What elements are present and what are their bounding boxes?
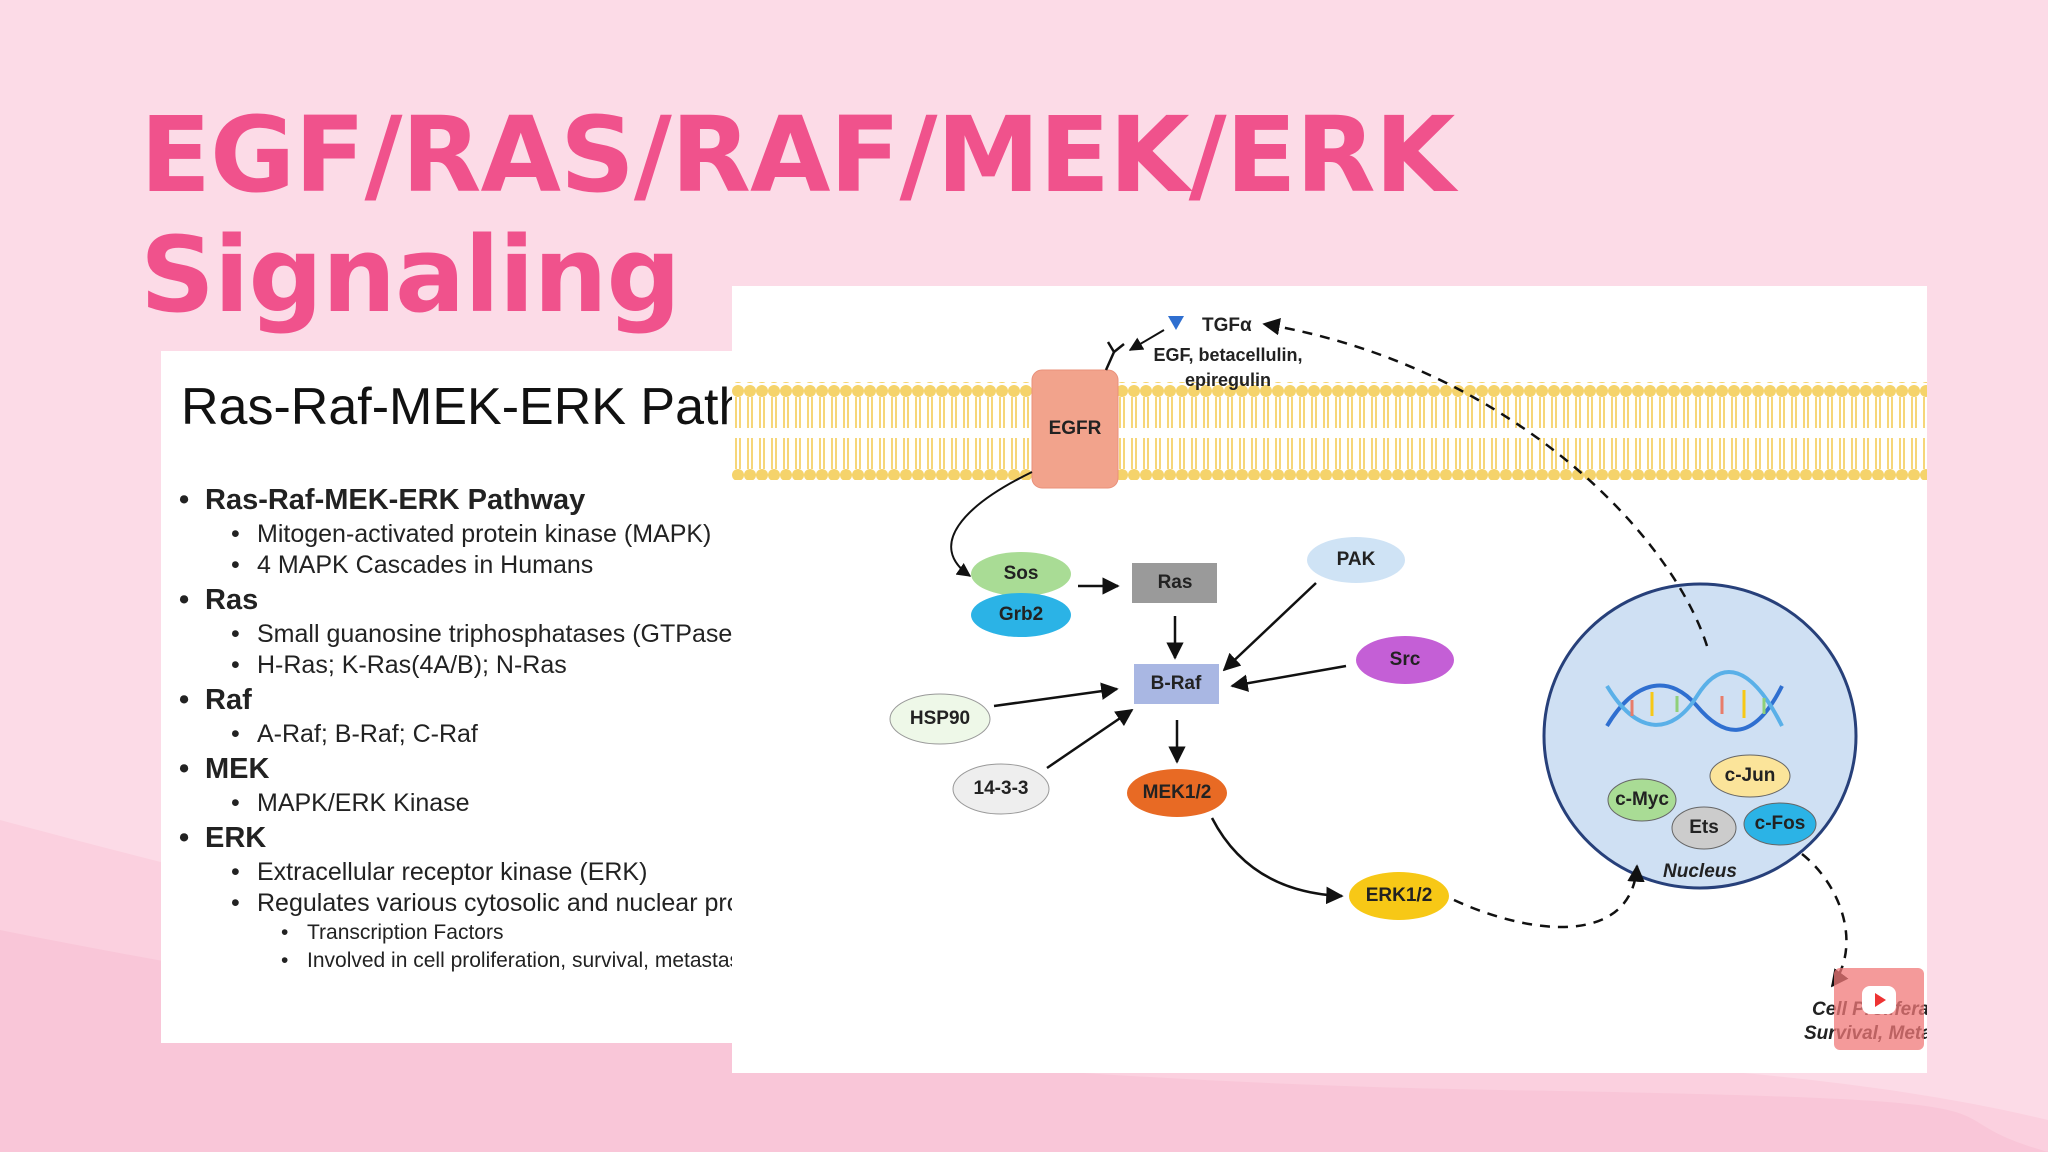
pak-node [1307, 537, 1405, 583]
pathway-diagram-graphics [732, 316, 1927, 988]
bullet-section-title: ERK [179, 819, 761, 857]
cfos-label: c-Fos [1754, 813, 1806, 834]
bullet-item: A-Raf; B-Raf; C-Raf [179, 719, 761, 750]
cjun-node [1709, 754, 1791, 798]
erk-label: ERK1/2 [1365, 885, 1433, 906]
tgfa-triangle-icon [1168, 316, 1184, 330]
text-slide-heading: Ras-Raf-MEK-ERK Pathway [181, 378, 761, 436]
erk-node [1349, 872, 1449, 920]
cmyc-label: c-Myc [1615, 789, 1669, 810]
bullet-item: MAPK/ERK Kinase [179, 788, 761, 819]
egfr-receptor [1031, 369, 1119, 489]
src-label: Src [1389, 649, 1421, 670]
p1433-node [952, 763, 1050, 815]
egf-ligands-label-2: epiregulin [1184, 370, 1272, 390]
hsp90-node [889, 693, 991, 745]
bullet-item: Mitogen-activated protein kinase (MAPK) [179, 519, 761, 550]
pak-label: PAK [1336, 549, 1376, 570]
slide-title: EGF/RAS/RAF/MEK/ERK Signaling [140, 94, 1455, 336]
braf-label: B-Raf [1150, 673, 1202, 694]
sos-label: Sos [1003, 563, 1039, 584]
bullet-section-title: MEK [179, 750, 761, 788]
dna-helix-icon [1605, 670, 1784, 732]
video-play-button[interactable] [1834, 968, 1924, 1050]
ets-node [1671, 806, 1737, 850]
ras-node [1132, 563, 1217, 603]
ets-label: Ets [1689, 817, 1719, 838]
bullet-list: Ras-Raf-MEK-ERK Pathway Mitogen-activate… [179, 481, 761, 975]
cfos-node [1743, 802, 1817, 846]
grb2-label: Grb2 [998, 604, 1044, 625]
src-node [1356, 636, 1454, 684]
bullet-section-title: Ras-Raf-MEK-ERK Pathway [179, 481, 761, 519]
ras-label: Ras [1157, 572, 1193, 593]
p1433-label: 14-3-3 [973, 778, 1029, 799]
bullet-subitem: Involved in cell proliferation, survival… [179, 947, 761, 975]
tgfa-label: TGFα [1202, 315, 1252, 336]
bullet-item: 4 MAPK Cascades in Humans [179, 550, 761, 581]
bullet-item: Regulates various cytosolic and nuclear … [179, 888, 761, 919]
bullet-item: Extracellular receptor kinase (ERK) [179, 857, 761, 888]
sos-node [971, 552, 1071, 596]
bullet-item: Small guanosine triphosphatases (GTPases… [179, 619, 761, 650]
nucleus-label: Nucleus [1663, 861, 1737, 882]
hsp90-label: HSP90 [909, 708, 971, 729]
bullet-section-title: Ras [179, 581, 761, 619]
grb2-node [971, 593, 1071, 637]
egfr-label: EGFR [1048, 418, 1102, 439]
bullet-item: H-Ras; K-Ras(4A/B); N-Ras [179, 650, 761, 681]
bullet-section-title: Raf [179, 681, 761, 719]
cjun-label: c-Jun [1724, 765, 1776, 786]
cell-membrane [732, 382, 1927, 480]
receptor-y-icon [1104, 341, 1125, 371]
title-line-2: Signaling [140, 214, 681, 336]
mek-node [1127, 769, 1227, 817]
pathway-diagram: TGFα EGF, betacellulin, epiregulin EGFR … [732, 286, 1927, 1073]
braf-node [1134, 664, 1219, 704]
mek-label: MEK1/2 [1142, 782, 1212, 803]
egf-ligands-label: EGF, betacellulin, [1153, 345, 1303, 365]
bullet-subitem: Transcription Factors [179, 919, 761, 947]
title-line-1: EGF/RAS/RAF/MEK/ERK [140, 94, 1455, 216]
cmyc-node [1607, 778, 1677, 822]
play-icon [1862, 986, 1896, 1014]
text-slide: Ras-Raf-MEK-ERK Pathway Ras-Raf-MEK-ERK … [161, 351, 761, 1043]
